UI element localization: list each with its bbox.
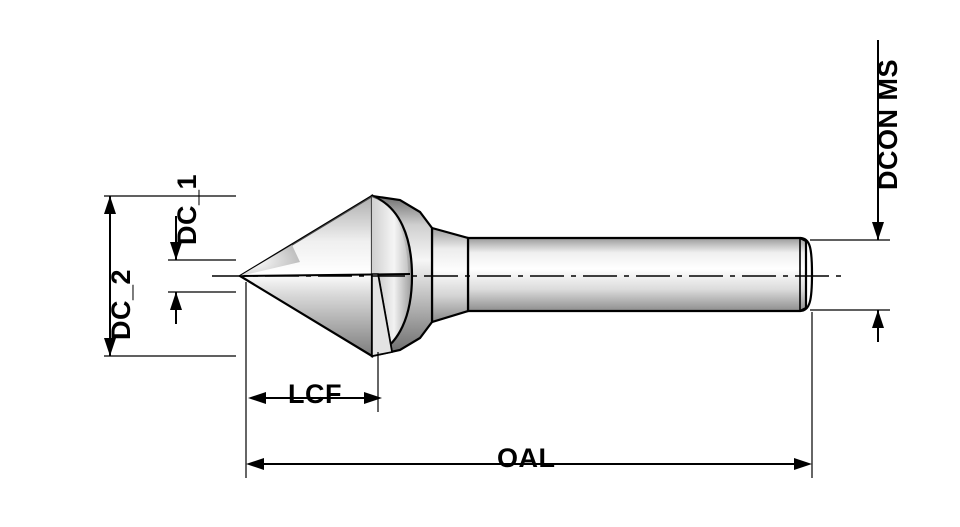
arrow-lcf-left — [248, 392, 266, 404]
arrow-oal-right — [794, 458, 812, 470]
tip-highlight — [240, 245, 300, 276]
flute-face — [371, 273, 393, 357]
dimension-lines — [104, 40, 884, 470]
label-lcf: LCF — [288, 379, 342, 409]
extension-lines — [104, 195, 890, 478]
arrow-dc1-top — [170, 242, 182, 260]
label-oal: OAL — [497, 443, 556, 473]
arrow-dcon-bottom — [872, 310, 884, 328]
shank-end-cap — [799, 236, 814, 313]
label-dc-2: DC_2 — [106, 268, 136, 340]
arrow-lcf-right — [364, 392, 382, 404]
arrow-dc2-top — [104, 196, 116, 214]
neck-transition — [430, 226, 470, 324]
label-dc-1: DC_1 — [172, 173, 202, 245]
shank-body — [466, 236, 808, 313]
arrow-dc2-bottom — [104, 338, 116, 356]
arrow-dcon-top — [872, 222, 884, 240]
arrow-dc1-bottom — [170, 292, 182, 310]
arrow-oal-left — [246, 458, 264, 470]
label-dcon-ms: DCON MS — [873, 59, 903, 190]
